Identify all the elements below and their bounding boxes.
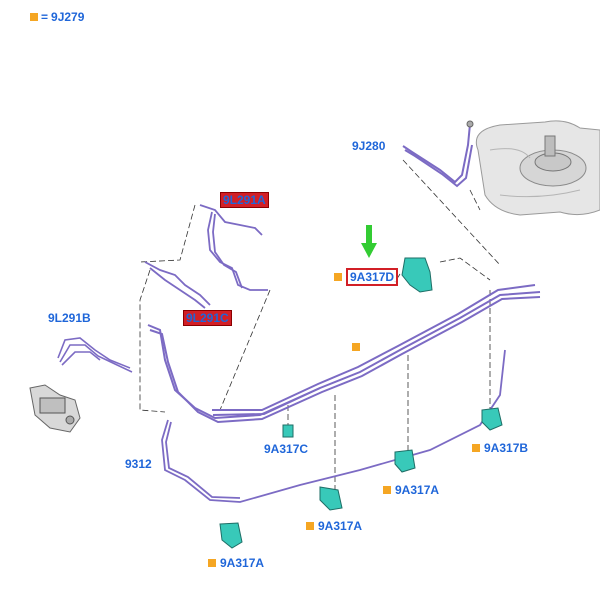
legend-code: 9J279 [51, 10, 85, 24]
label-9a317a-3: 9A317A [208, 556, 264, 570]
marker-icon [383, 486, 391, 494]
fuel-tank [475, 120, 600, 216]
fuel-pump-module [29, 384, 81, 433]
label-9l291b: 9L291B [48, 311, 91, 325]
label-9j280: 9J280 [352, 139, 386, 153]
legend: =9J279 [30, 10, 84, 24]
label-9a317a-2: 9A317A [306, 519, 362, 533]
wiring-harness-9l291c [144, 261, 211, 309]
clip-9a317c [282, 424, 294, 438]
marker-icon [472, 444, 480, 452]
label-9l291a: 9L291A [220, 192, 269, 208]
label-9a317b: 9A317B [472, 441, 528, 455]
label-9312: 9312 [125, 457, 152, 471]
label-9a317d: 9A317D [334, 268, 399, 286]
clip-9a317d [401, 257, 433, 293]
fuel-line-9j280 [402, 123, 473, 188]
green-arrow-icon [361, 225, 377, 258]
tube-9312 [161, 349, 506, 503]
clip-9a317a-2 [319, 486, 343, 511]
wiring-harness-9l291a [199, 204, 268, 291]
leader-lines [139, 159, 501, 490]
marker-icon [208, 559, 216, 567]
label-9l291c: 9L291C [183, 310, 232, 326]
marker-icon [352, 343, 360, 351]
clip-9a317a-3 [219, 522, 243, 549]
legend-marker-icon [30, 13, 38, 21]
clip-9a317b [481, 407, 503, 431]
marker-icon [334, 273, 342, 281]
marker-icon [306, 522, 314, 530]
clip-9a317a-1 [394, 449, 416, 473]
wiring-harness-9l291b [57, 337, 133, 373]
main-fuel-tube-bundle [147, 284, 541, 424]
label-9a317a-1: 9A317A [383, 483, 439, 497]
label-9a317c: 9A317C [264, 442, 309, 456]
legend-equals: = [41, 10, 49, 24]
